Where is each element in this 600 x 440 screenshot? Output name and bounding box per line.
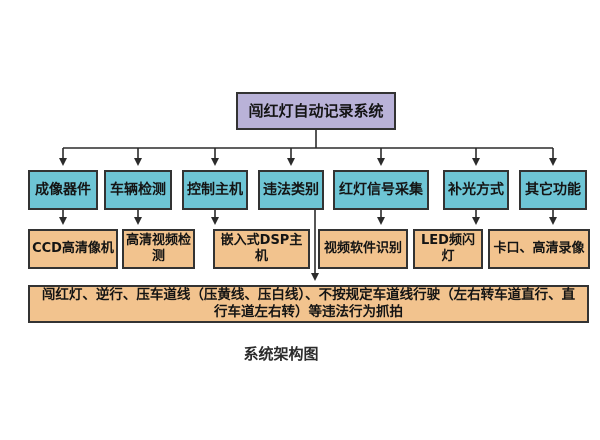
node-video-software-recognition: 视频软件识别 xyxy=(318,229,408,269)
node-violation-capture-summary: 闯红灯、逆行、压车道线（压黄线、压白线）、不按规定车道线行驶（左右转车道直行、直… xyxy=(28,285,589,323)
node-violation-type: 违法类别 xyxy=(258,170,324,210)
node-red-light-signal-capture: 红灯信号采集 xyxy=(333,170,429,210)
diagram-caption: 系统架构图 xyxy=(243,345,319,363)
node-fill-light-mode: 补光方式 xyxy=(443,170,509,210)
node-ccd-hd-camera: CCD高清像机 xyxy=(28,229,118,269)
node-imaging-device: 成像器件 xyxy=(28,170,98,210)
node-control-host: 控制主机 xyxy=(182,170,248,210)
node-led-strobe-light: LED频闪灯 xyxy=(413,229,483,269)
node-red-light-recording-system: 闯红灯自动记录系统 xyxy=(236,92,396,130)
node-embedded-dsp-host: 嵌入式DSP主机 xyxy=(213,229,310,269)
node-hd-video-detection: 高清视频检测 xyxy=(122,229,195,269)
node-vehicle-detection: 车辆检测 xyxy=(104,170,172,210)
node-other-functions: 其它功能 xyxy=(519,170,587,210)
node-checkpoint-hd-recording: 卡口、高清录像 xyxy=(488,229,590,269)
